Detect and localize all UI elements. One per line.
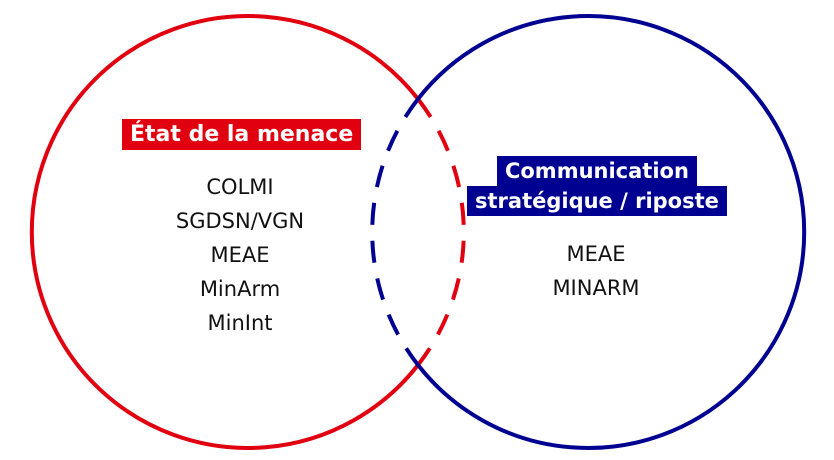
right-set-items: MEAE MINARM [506, 237, 686, 305]
left-set-items: COLMI SGDSN/VGN MEAE MinArm MinInt [150, 170, 330, 340]
left-circle [29, 14, 466, 450]
right-circle [370, 14, 807, 450]
list-item: MinInt [207, 311, 273, 335]
left-set-title: État de la menace [122, 119, 362, 150]
list-item: MEAE [210, 243, 270, 267]
list-item: MINARM [552, 276, 640, 300]
right-set-title: Communication stratégique / riposte [467, 156, 727, 216]
list-item: MEAE [566, 242, 626, 266]
list-item: MinArm [199, 277, 281, 301]
right-set-title-line-1: Communication [496, 156, 697, 186]
list-item: COLMI [206, 175, 274, 199]
right-set-title-line-2: stratégique / riposte [467, 186, 727, 216]
list-item: SGDSN/VGN [175, 209, 305, 233]
